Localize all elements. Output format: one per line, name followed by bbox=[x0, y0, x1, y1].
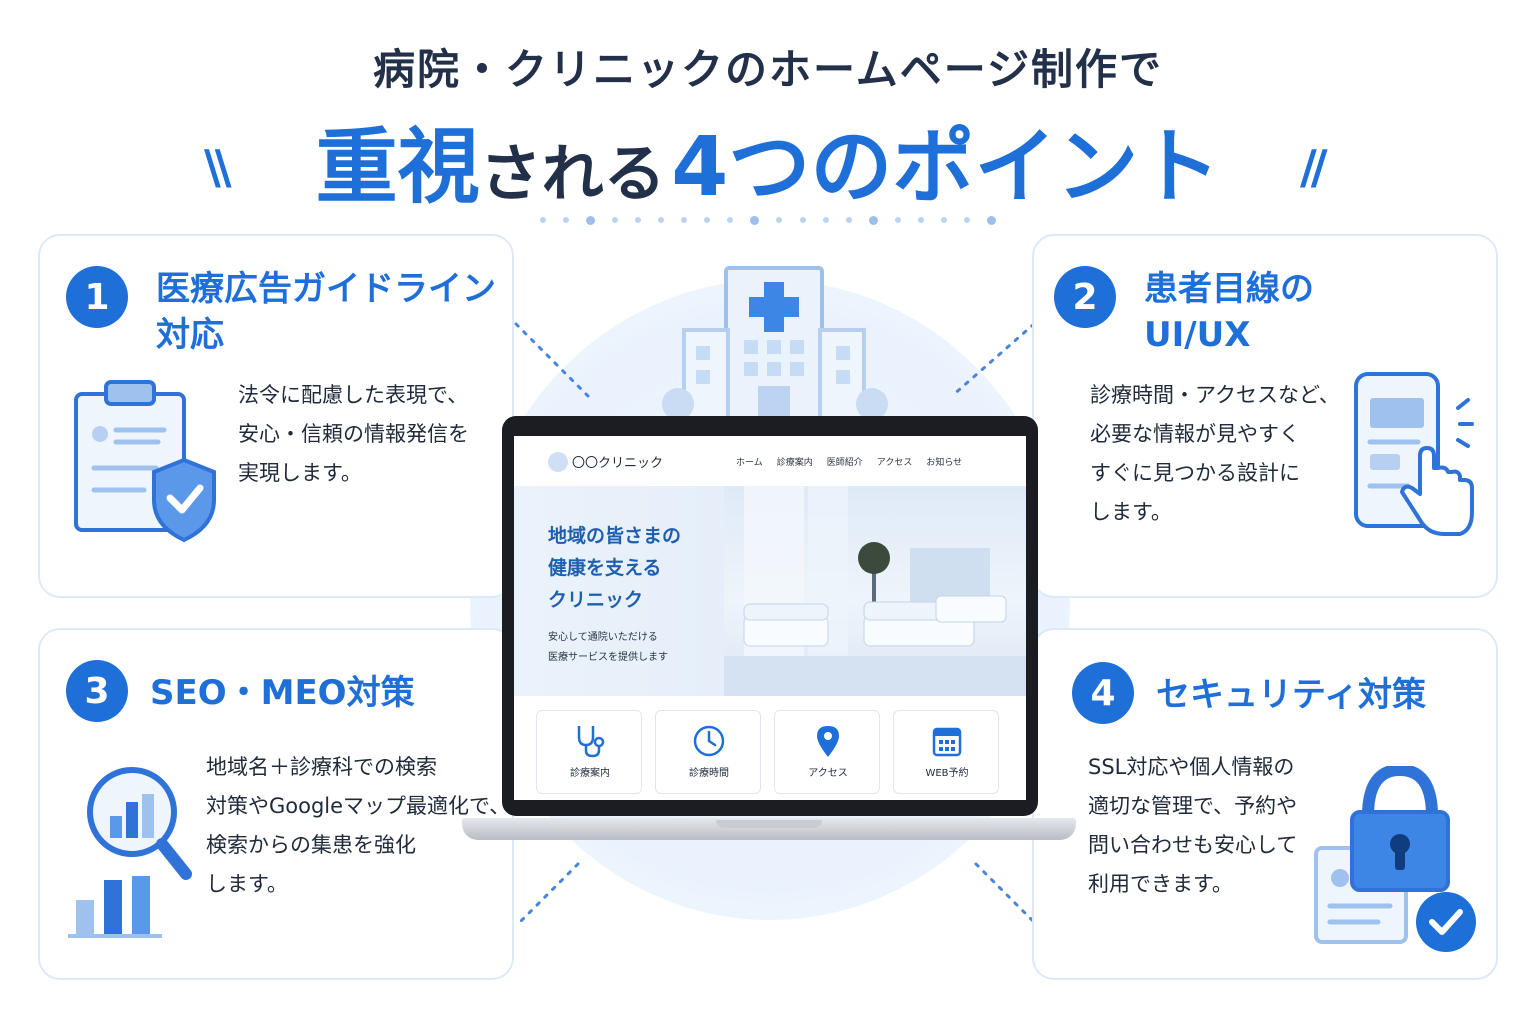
title-emphasis: 重視 bbox=[315, 120, 480, 215]
clinic-name: 〇〇クリニック bbox=[572, 456, 664, 471]
point-title-1-line2: 対応 bbox=[156, 315, 224, 355]
point-desc-1-line: 実現します。 bbox=[238, 461, 362, 485]
point-desc-4-line: 適切な管理で、予約や bbox=[1088, 794, 1298, 818]
point-title-4-line1: セキュリティ対策 bbox=[1156, 675, 1426, 715]
title-points: 4つのポイント bbox=[671, 120, 1221, 215]
hero-title: 地域の皆さまの 健康を支える クリニック bbox=[548, 520, 681, 616]
page-subtitle: 病院・クリニックのホームページ制作で bbox=[373, 45, 1163, 94]
page-title: 重視される 4つのポイント bbox=[0, 100, 1536, 219]
service-label: 診療案内 bbox=[570, 768, 610, 779]
stethoscope-icon bbox=[577, 726, 605, 758]
clipboard-shield-icon bbox=[74, 380, 216, 543]
point-desc-4: SSL対応や個人情報の 適切な管理で、予約や 問い合わせも安心して 利用できます… bbox=[1088, 748, 1297, 904]
service-card-access[interactable]: アクセス bbox=[774, 710, 880, 794]
waiting-room-illustration bbox=[724, 486, 1026, 696]
point-title-4: セキュリティ対策 bbox=[1156, 672, 1426, 718]
point-desc-3-line: します。 bbox=[206, 872, 288, 896]
point-desc-3-line: 検索からの集患を強化 bbox=[206, 833, 416, 857]
hero-title-line: 健康を支える bbox=[548, 557, 662, 579]
hospital-building-icon bbox=[662, 266, 888, 420]
nav-news[interactable]: お知らせ bbox=[926, 458, 963, 468]
connector-line-1 bbox=[514, 322, 590, 398]
point-desc-2-line: すぐに見つかる設計に bbox=[1090, 461, 1300, 485]
hero-subtitle-line: 安心して通院いただける bbox=[548, 632, 658, 643]
point-title-2: 患者目線の UI/UX bbox=[1144, 266, 1314, 358]
waiting-room-image bbox=[724, 486, 1026, 696]
point-desc-2-line: 必要な情報が見やすく bbox=[1090, 422, 1300, 446]
service-card-hours[interactable]: 診療時間 bbox=[655, 710, 761, 794]
point-title-2-line1: 患者目線の bbox=[1144, 269, 1314, 309]
point-number-1: 1 bbox=[66, 266, 128, 328]
site-nav: ホーム 診療案内 医師紹介 アクセス お知らせ bbox=[736, 455, 962, 468]
laptop-notch bbox=[716, 820, 822, 828]
hero-title-line: 地域の皆さまの bbox=[548, 525, 682, 547]
magnifier-chart-icon bbox=[68, 767, 192, 938]
website-preview: 〇〇クリニック ホーム 診療案内 医師紹介 アクセス お知らせ bbox=[514, 436, 1026, 800]
point-desc-3-line: 地域名＋診療科での検索 bbox=[206, 755, 437, 779]
point-desc-2: 診療時間・アクセスなど、 必要な情報が見やすく すぐに見つかる設計に します。 bbox=[1090, 376, 1340, 532]
calendar-icon bbox=[932, 727, 962, 757]
service-card-consultation[interactable]: 診療案内 bbox=[536, 710, 642, 794]
service-label: アクセス bbox=[808, 768, 848, 779]
point-desc-3-line: 対策やGoogleマップ最適化で、 bbox=[206, 794, 511, 818]
clinic-logo-icon bbox=[548, 452, 568, 472]
point-desc-1-line: 安心・信頼の情報発信を bbox=[238, 422, 469, 446]
clock-icon bbox=[693, 725, 725, 757]
slash-right-decoration: // bbox=[1300, 140, 1328, 194]
connector-line-4 bbox=[974, 862, 1040, 928]
title-middle: される bbox=[479, 137, 666, 210]
map-pin-icon bbox=[817, 726, 839, 757]
point-desc-2-line: します。 bbox=[1090, 500, 1172, 524]
service-label: 診療時間 bbox=[689, 768, 729, 779]
smartphone-tap-icon bbox=[1354, 372, 1474, 536]
point-desc-1: 法令に配慮した表現で、 安心・信頼の情報発信を 実現します。 bbox=[238, 376, 469, 493]
point-title-3-line1: SEO・MEO対策 bbox=[150, 673, 415, 713]
nav-home[interactable]: ホーム bbox=[736, 458, 763, 468]
point-desc-2-line: 診療時間・アクセスなど、 bbox=[1090, 383, 1340, 407]
point-title-2-line2: UI/UX bbox=[1144, 315, 1251, 355]
slash-left-decoration: \\ bbox=[204, 140, 232, 194]
hero-section: 地域の皆さまの 健康を支える クリニック 安心して通院いただける 医療サービスを… bbox=[514, 486, 1026, 696]
site-header: 〇〇クリニック ホーム 診療案内 医師紹介 アクセス お知らせ bbox=[514, 436, 1026, 486]
nav-doctors[interactable]: 医師紹介 bbox=[826, 458, 863, 468]
point-title-1: 医療広告ガイドライン 対応 bbox=[156, 266, 496, 358]
service-card-web-booking[interactable]: WEB予約 bbox=[893, 710, 999, 794]
point-desc-3: 地域名＋診療科での検索 対策やGoogleマップ最適化で、 検索からの集患を強化… bbox=[206, 748, 510, 904]
point-title-3: SEO・MEO対策 bbox=[150, 670, 415, 716]
dot-divider bbox=[540, 214, 996, 226]
point-number-2: 2 bbox=[1054, 266, 1116, 328]
point-desc-4-line: SSL対応や個人情報の bbox=[1088, 755, 1295, 779]
point-title-1-line1: 医療広告ガイドライン bbox=[156, 269, 496, 309]
hero-title-line: クリニック bbox=[548, 589, 644, 611]
point-desc-4-line: 利用できます。 bbox=[1088, 872, 1233, 896]
laptop-base bbox=[462, 818, 1076, 840]
service-label: WEB予約 bbox=[925, 768, 969, 779]
point-number-4: 4 bbox=[1072, 662, 1134, 724]
padlock-check-icon bbox=[1314, 766, 1476, 952]
hero-subtitle: 安心して通院いただける 医療サービスを提供します bbox=[548, 628, 668, 668]
hero-subtitle-line: 医療サービスを提供します bbox=[548, 652, 668, 663]
nav-services[interactable]: 診療案内 bbox=[776, 458, 813, 468]
nav-access[interactable]: アクセス bbox=[876, 458, 913, 468]
connector-line-3 bbox=[514, 862, 580, 928]
point-desc-1-line: 法令に配慮した表現で、 bbox=[238, 383, 469, 407]
point-number-3: 3 bbox=[66, 660, 128, 722]
point-desc-4-line: 問い合わせも安心して bbox=[1088, 833, 1298, 857]
connector-line-2 bbox=[950, 322, 1036, 398]
